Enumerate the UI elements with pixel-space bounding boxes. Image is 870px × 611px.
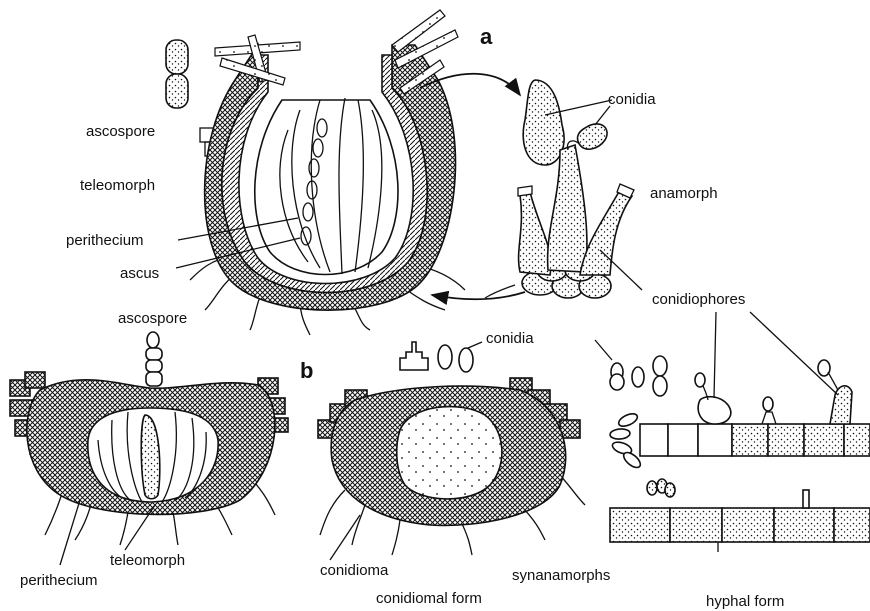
arrow-to-teleomorph (432, 292, 525, 299)
panel-label-a: a (480, 24, 493, 49)
conidioma-drawing (318, 378, 585, 555)
label-teleomorph-bottom: teleomorph (110, 552, 185, 569)
label-synanamorphs: synanamorphs (512, 567, 610, 584)
ascospore-top (166, 40, 188, 108)
perithecium-bottom-drawing (10, 372, 288, 545)
label-conidiophores: conidiophores (652, 291, 745, 308)
anamorph-drawing (485, 80, 634, 298)
label-anamorph: anamorph (650, 185, 718, 202)
label-ascospore-top: ascospore (86, 123, 155, 140)
ascospore-bottom (146, 332, 162, 386)
conidia-bottom (400, 342, 473, 372)
label-hyphal-form: hyphal form (706, 593, 784, 610)
label-conidia-top: conidia (608, 91, 656, 108)
label-conidioma: conidioma (320, 562, 389, 579)
label-perithecium-bottom: perithecium (20, 572, 98, 589)
perithecium-top-drawing (190, 10, 465, 335)
hyphal-form-drawing (610, 356, 870, 552)
label-conidiomal-form: conidiomal form (376, 590, 482, 607)
panel-label-b: b (300, 358, 313, 383)
label-teleomorph-top: teleomorph (80, 177, 155, 194)
label-conidia-bottom: conidia (486, 330, 534, 347)
label-ascus: ascus (120, 265, 159, 282)
label-ascospore-bottom: ascospore (118, 310, 187, 327)
label-perithecium-top: perithecium (66, 232, 144, 249)
